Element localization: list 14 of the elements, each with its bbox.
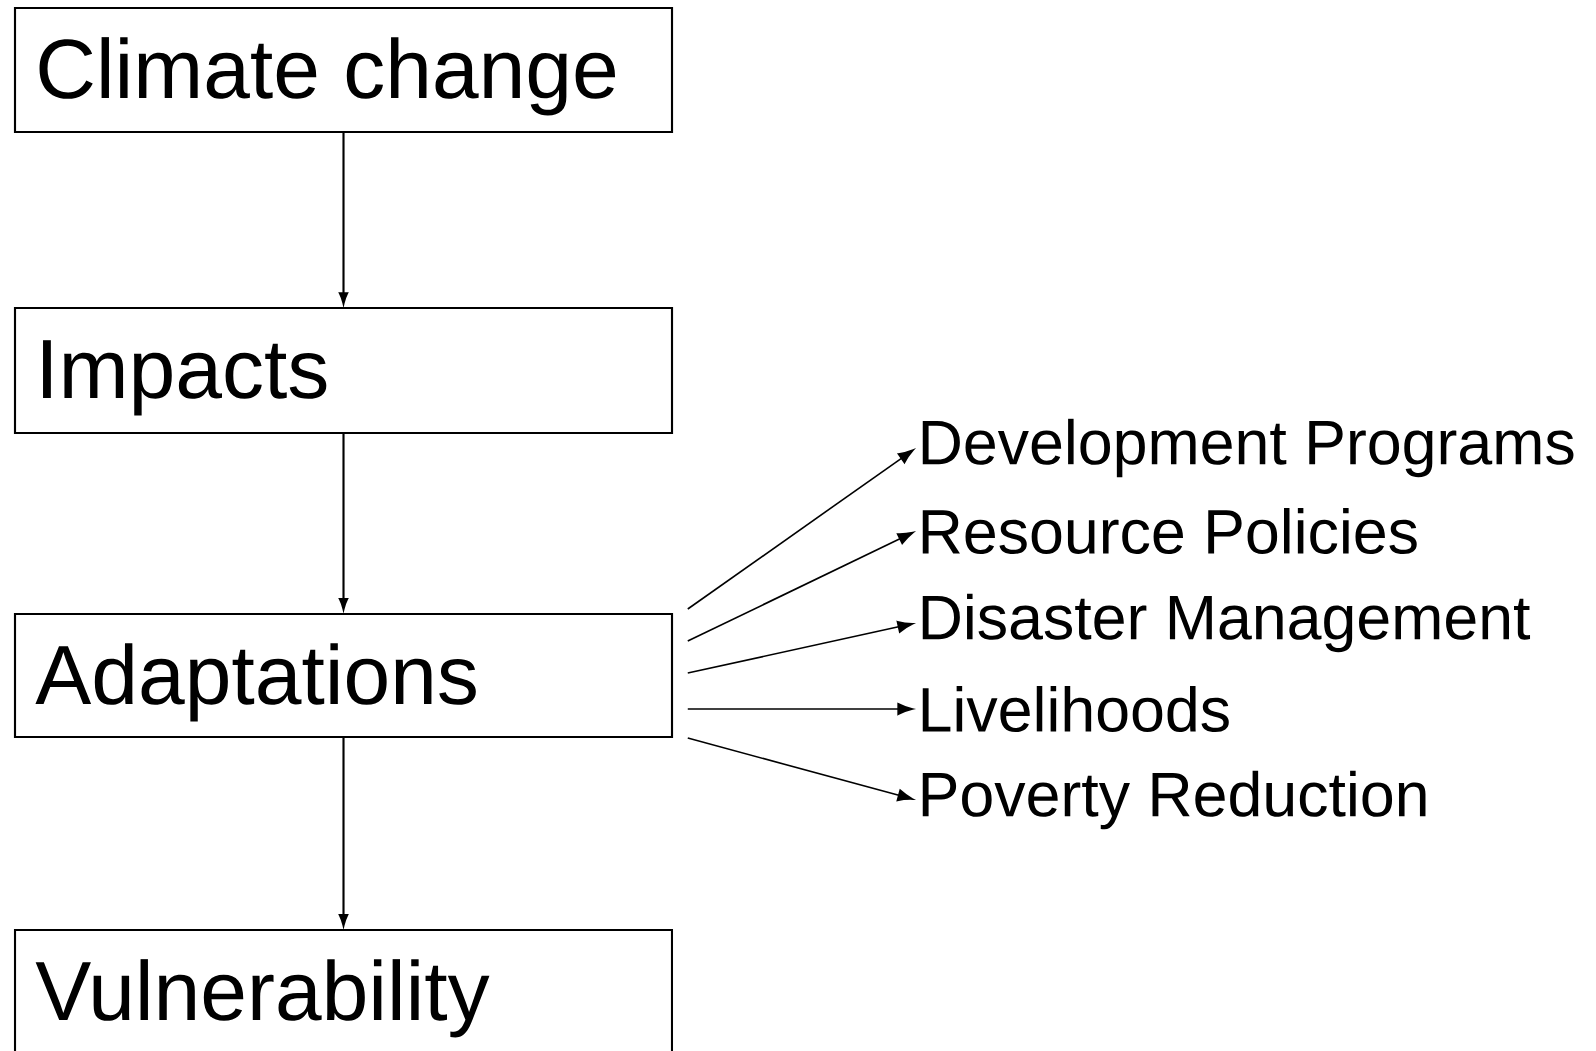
item-label: Poverty Reduction — [922, 770, 1426, 830]
item-label: Disaster Management — [922, 593, 1530, 653]
arrow — [687, 702, 914, 716]
process-box: Impacts — [13, 306, 674, 435]
process-box: Climate change — [13, 6, 674, 134]
process-box: Vulnerability — [13, 928, 674, 1051]
arrow — [687, 737, 914, 802]
item-label: Livelihoods — [922, 686, 1229, 732]
arrow — [687, 531, 914, 642]
arrow — [687, 449, 914, 610]
item-label: Resource Policies — [922, 508, 1417, 554]
arrow — [687, 620, 914, 674]
process-box: Adaptations — [13, 612, 674, 739]
item-label: Development Programs — [922, 418, 1574, 478]
